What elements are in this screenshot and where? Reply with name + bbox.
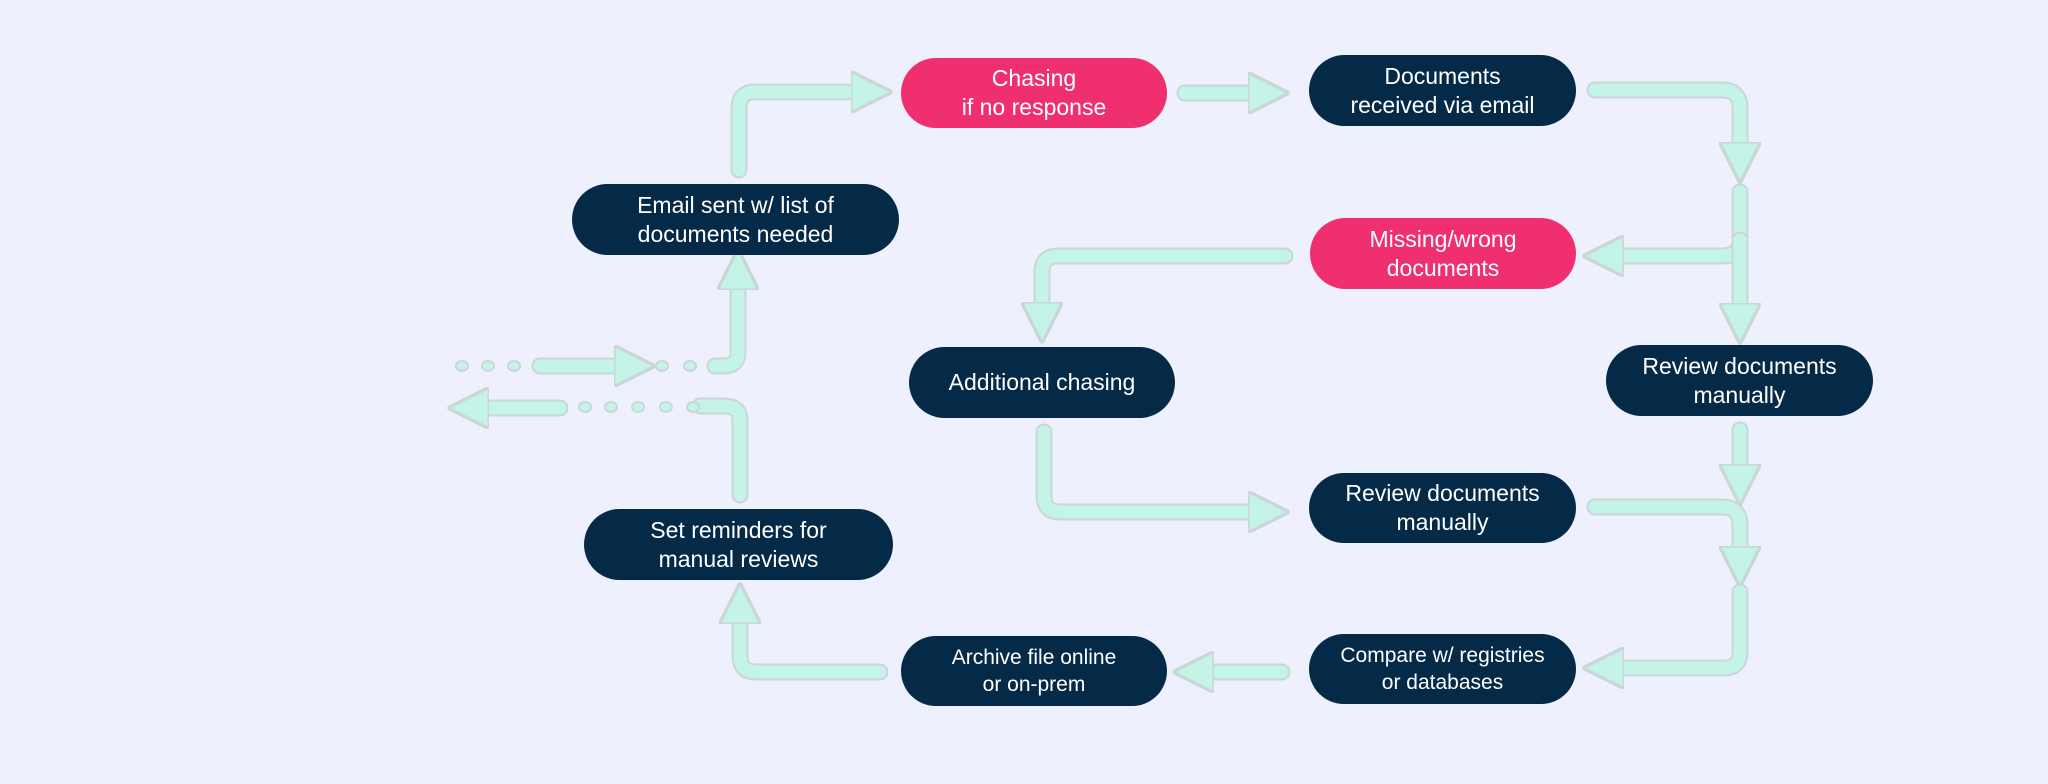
arrow-archive-to-reminders [740, 620, 889, 681]
node-missing-documents-line1: Missing/wrong [1369, 225, 1517, 252]
node-documents-received-line2: received via email [1350, 91, 1535, 118]
arrow-missing-to-additional-chasing [1042, 247, 1294, 306]
node-archive: Archive file online or on-prem [901, 636, 1167, 706]
node-archive-line1: Archive file online [951, 646, 1117, 669]
node-compare-line1: Compare w/ registries [1340, 644, 1545, 667]
node-missing-documents-line2: documents [1386, 254, 1500, 281]
arrow-additional-chasing-to-review [1035, 423, 1252, 512]
node-review-center: Review documents manually [1309, 473, 1576, 543]
arrow-branch-to-missing [1620, 183, 1749, 256]
arrow-documents-down [1586, 81, 1740, 146]
node-review-right-line2: manually [1693, 381, 1786, 408]
node-chasing-line2: if no response [961, 94, 1107, 120]
node-set-reminders-line2: manual reviews [658, 545, 819, 572]
incoming-dots [455, 360, 697, 372]
node-additional-chasing-line1: Additional chasing [948, 369, 1136, 395]
node-email-sent-line1: Email sent w/ list of [637, 191, 834, 218]
node-missing-documents: Missing/wrong documents [1310, 218, 1576, 289]
node-email-sent-line2: documents needed [637, 220, 834, 247]
node-review-right-line1: Review documents [1642, 352, 1837, 379]
node-documents-received-line1: Documents [1384, 62, 1501, 89]
node-review-center-line1: Review documents [1345, 480, 1540, 506]
node-email-sent: Email sent w/ list of documents needed [572, 184, 899, 255]
node-review-right: Review documents manually [1606, 345, 1873, 416]
outgoing-dots [578, 401, 700, 413]
node-compare-line2: or databases [1381, 671, 1504, 694]
arrow-reminders-to-outgoing [691, 397, 749, 504]
arrow-merge-to-compare [1620, 583, 1749, 668]
node-review-center-line2: manually [1396, 509, 1489, 535]
node-documents-received: Documents received via email [1309, 55, 1576, 126]
node-compare: Compare w/ registries or databases [1309, 634, 1576, 704]
arrow-incoming-to-email [706, 286, 738, 375]
node-set-reminders: Set reminders for manual reviews [584, 509, 893, 580]
arrow-review-center-to-merge [1586, 498, 1740, 550]
node-chasing: Chasing if no response [901, 58, 1167, 128]
node-additional-chasing: Additional chasing [909, 347, 1175, 418]
arrow-email-to-chasing [730, 92, 855, 179]
node-chasing-line1: Chasing [991, 65, 1077, 91]
node-set-reminders-line1: Set reminders for [650, 516, 827, 543]
node-archive-line2: or on-prem [982, 673, 1086, 696]
